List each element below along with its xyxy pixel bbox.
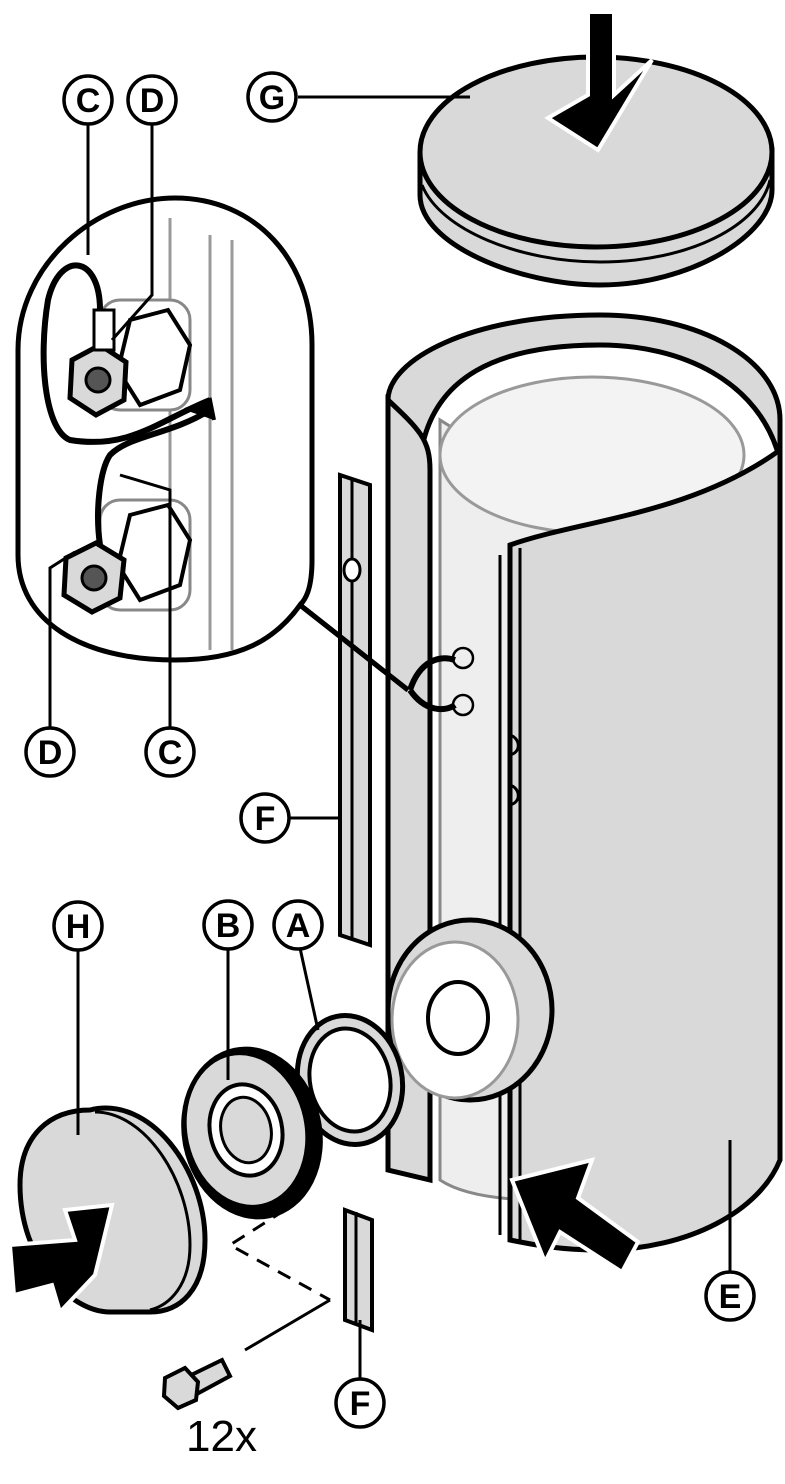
label-b: B <box>202 899 254 951</box>
arrow-down-icon <box>544 10 654 153</box>
label-f-strip: F <box>239 792 291 844</box>
gasket-a <box>294 1013 406 1147</box>
label-d-bottom: D <box>24 726 76 778</box>
label-d-top: D <box>126 74 178 126</box>
arrow-push-icon <box>7 1202 115 1316</box>
svg-text:G: G <box>259 79 285 117</box>
tank-flange-port <box>385 917 555 1103</box>
strip-f <box>338 472 372 948</box>
bolt-quantity: 12x <box>186 1412 257 1461</box>
label-h: H <box>52 900 104 952</box>
svg-text:E: E <box>719 1278 742 1316</box>
svg-text:F: F <box>255 800 276 838</box>
label-f-clip: F <box>334 1377 386 1429</box>
label-c-top: C <box>62 74 114 126</box>
clip-f <box>343 1207 374 1333</box>
label-e: E <box>704 1270 756 1322</box>
svg-text:B: B <box>216 907 241 945</box>
label-c-bottom: C <box>144 726 196 778</box>
svg-text:D: D <box>38 734 63 772</box>
svg-text:C: C <box>158 734 183 772</box>
svg-text:F: F <box>350 1385 371 1423</box>
svg-text:A: A <box>286 907 311 945</box>
label-g: G <box>246 71 298 123</box>
svg-text:H: H <box>66 908 91 946</box>
insulation-jacket-e <box>385 312 783 1253</box>
svg-text:D: D <box>140 82 165 120</box>
arrow-right-icon <box>509 1157 641 1275</box>
bolt-icon <box>161 1357 233 1411</box>
label-a: A <box>272 899 324 951</box>
flange-plate-b <box>181 1046 323 1220</box>
svg-text:C: C <box>76 82 101 120</box>
